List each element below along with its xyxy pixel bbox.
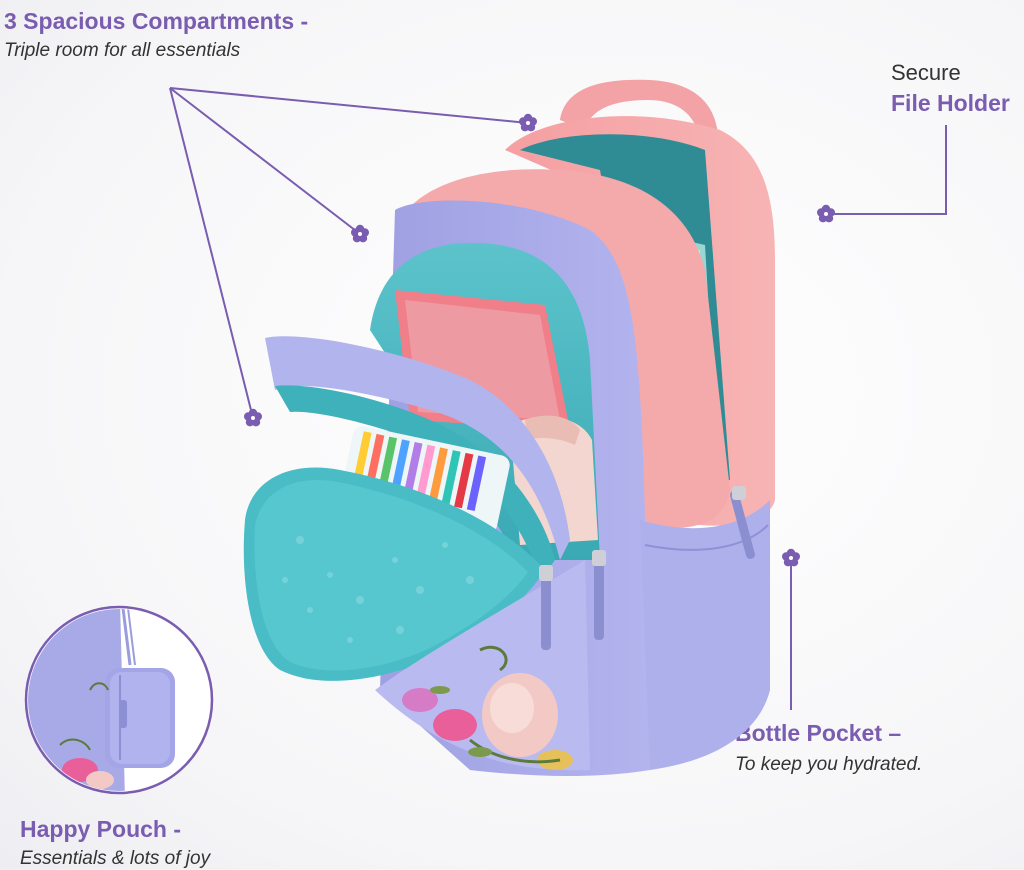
bottle-pocket-title: Bottle Pocket – (735, 720, 902, 746)
floral-print (402, 645, 573, 770)
file-holder-prefix: Secure (891, 60, 961, 85)
side-bottle-pocket (640, 500, 770, 770)
compartments-subtitle: Triple room for all essentials (4, 40, 241, 61)
happy-pouch-title: Happy Pouch - (20, 816, 182, 842)
file-holder-title: File Holder (891, 90, 1010, 116)
zipper-pulls (541, 490, 755, 650)
front-pocket-flap (265, 336, 570, 560)
zipper-heads (539, 486, 746, 581)
backpack-handle (560, 79, 718, 140)
callout-lines (169, 87, 947, 710)
compartments-title: 3 Spacious Compartments - (4, 8, 309, 34)
happy-pouch-subtitle: Essentials & lots of joy (20, 848, 211, 869)
bottle-pocket-subtitle: To keep you hydrated. (735, 754, 923, 775)
happy-pouch-inset (24, 605, 214, 795)
